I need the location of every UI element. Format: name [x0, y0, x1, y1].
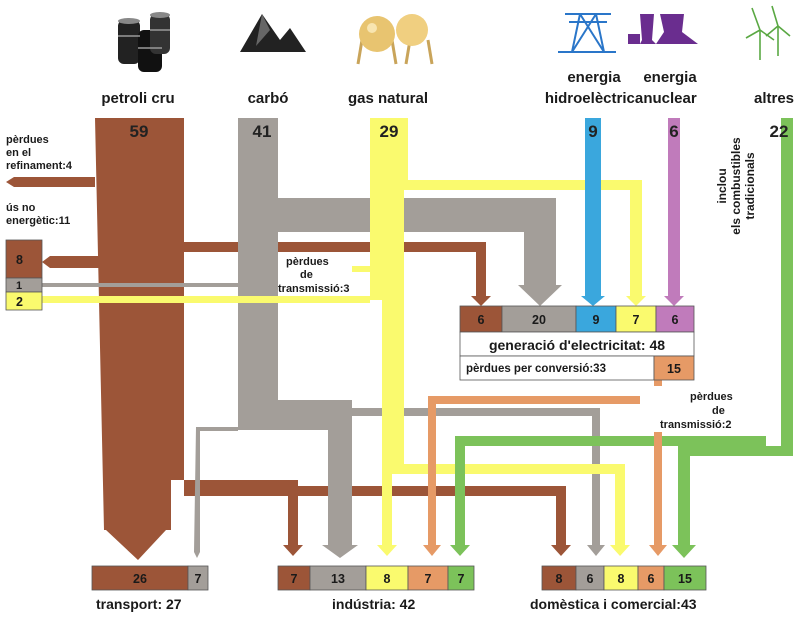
source-value-hidro: 9: [588, 122, 597, 141]
nonenergy-coal-value: 1: [16, 280, 22, 292]
industria-coal: 13: [331, 572, 345, 586]
flow-oil-to-domestic: [184, 486, 571, 556]
domestica-others: 15: [678, 572, 692, 586]
domestica-coal: 6: [587, 572, 594, 586]
power-pylon-icon: [558, 13, 616, 53]
source-value-altres: 22: [770, 122, 789, 141]
source-label-nuclear-line1: energia: [643, 69, 697, 86]
flow-gas-transmission-loss: [352, 266, 370, 272]
source-label-hidro-line1: energia: [567, 69, 621, 86]
source-label-altres: altres: [754, 90, 794, 107]
source-value-carbo: 41: [253, 122, 272, 141]
gas-transmission-line1: pèrdues: [286, 256, 329, 268]
sector-domestica: 8 6 8 6 15 domèstica i comercial:43: [530, 565, 707, 612]
note-line3: tradicionals: [743, 152, 757, 220]
refinement-loss-line2: en el: [6, 147, 31, 159]
industria-gas: 8: [384, 572, 391, 586]
flow-coal-to-domestic: [278, 408, 605, 556]
refinement-loss-line1: pèrdues: [6, 134, 49, 146]
source-label-petroli: petroli cru: [101, 90, 174, 107]
flow-oil-to-elec: [184, 242, 491, 306]
elec-transmission-line2: de: [712, 405, 725, 417]
elec-loss-label-bg: [652, 386, 746, 432]
industria-others: 7: [458, 572, 465, 586]
elec-input-oil: 6: [478, 313, 485, 327]
gas-transmission-line2: de: [300, 269, 313, 281]
flows: [6, 118, 793, 560]
flow-coal-to-elec: [238, 118, 562, 408]
source-value-gas: 29: [380, 122, 399, 141]
source-label-nuclear-line2: nuclear: [643, 90, 697, 107]
refinement-loss-line3: refinament:4: [6, 160, 73, 172]
nonenergy-line2: energètic:11: [6, 215, 70, 227]
industria-label: indústria: 42: [332, 596, 415, 612]
elec-input-coal: 20: [532, 313, 546, 327]
elec-input-nuclear: 6: [672, 313, 679, 327]
flow-others: [672, 118, 793, 558]
source-value-petroli: 59: [130, 122, 149, 141]
transport-label: transport: 27: [96, 596, 182, 612]
flow-oil-main: [95, 118, 184, 560]
nonenergy-gas-value: 2: [16, 295, 23, 309]
flow-elec-to-domestic: [649, 380, 667, 556]
source-label-gas: gas natural: [348, 90, 428, 107]
flow-oil-refinement-loss: [6, 177, 95, 187]
flow-coal-nonenergy: [42, 283, 238, 287]
transport-coal: 7: [195, 572, 202, 586]
elec-transmission-line3: transmissió:2: [660, 419, 732, 431]
oil-barrels-icon: [118, 12, 170, 72]
source-label-hidro-line2: hidroelèctrica: [545, 90, 644, 107]
electricity-generation-box: 6 20 9 7 6 generació d'electricitat: 48 …: [459, 305, 695, 381]
flow-gas-nonenergy: [42, 296, 370, 303]
elec-output-value: 15: [667, 362, 681, 376]
elec-input-hydro: 9: [593, 313, 600, 327]
coal-pile-icon: [240, 14, 306, 52]
domestica-label: domèstica i comercial:43: [530, 596, 697, 612]
elec-title: generació d'electricitat: 48: [489, 337, 665, 353]
source-value-nuclear: 6: [669, 122, 678, 141]
gas-transmission-line3: transmissió:3: [278, 283, 350, 295]
wind-turbines-icon: [745, 5, 791, 60]
flow-oil-nonenergy: [42, 256, 104, 268]
flow-coal-to-industry: [238, 400, 358, 558]
domestica-gas: 8: [618, 572, 625, 586]
elec-input-gas: 7: [633, 313, 640, 327]
gas-tanks-icon: [356, 14, 434, 65]
conversion-loss: pèrdues per conversió:33: [466, 363, 606, 375]
industria-oil: 7: [291, 572, 298, 586]
industria-elec: 7: [425, 572, 432, 586]
sector-industria: 7 13 8 7 7 indústria: 42: [277, 565, 475, 612]
flow-nuclear: [664, 118, 684, 306]
nuclear-plant-icon: [628, 14, 698, 44]
source-label-carbo: carbó: [248, 90, 289, 107]
transport-oil: 26: [133, 572, 147, 586]
nonenergy-oil-value: 8: [16, 253, 23, 267]
domestica-oil: 8: [556, 572, 563, 586]
flow-hydro: [581, 118, 605, 306]
note-line2: els combustibles: [729, 137, 743, 235]
flow-coal-to-transport: [194, 427, 238, 558]
nonenergy-line1: ús no: [6, 202, 36, 214]
gas-loss-label-bg: [278, 255, 352, 295]
note-line1: inclou: [715, 168, 729, 203]
domestica-elec: 6: [648, 572, 655, 586]
sector-transport: 26 7 transport: 27: [91, 565, 209, 612]
elec-transmission-line1: pèrdues: [690, 391, 733, 403]
flow-gas-to-industry: [370, 118, 646, 556]
nonenergy-breakdown: 8 1 2: [5, 239, 43, 311]
